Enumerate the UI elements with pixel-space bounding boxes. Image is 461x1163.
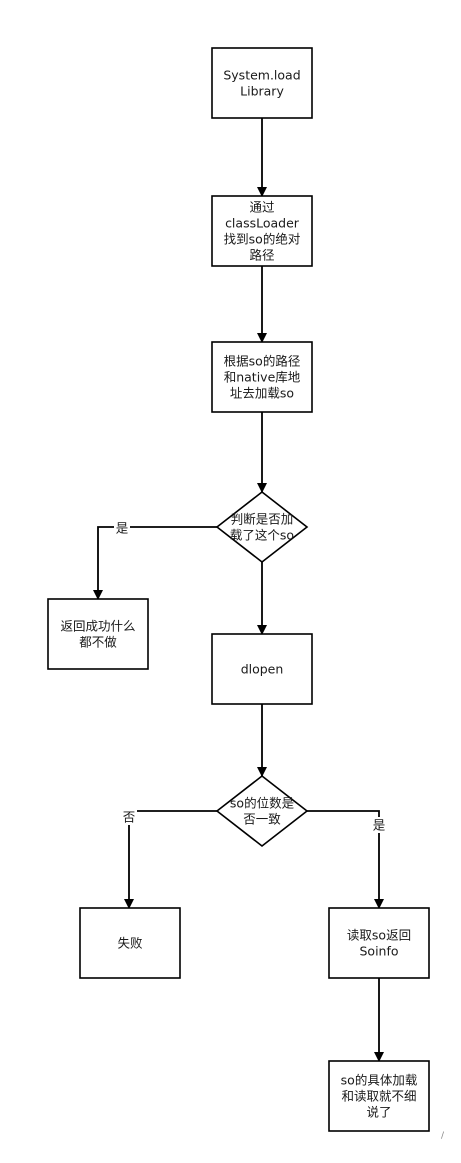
process-box <box>211 341 313 413</box>
node-label-line: 返回成功什么 <box>60 619 135 634</box>
edge-line <box>124 810 217 909</box>
process-box <box>211 195 313 267</box>
node-label-line: 读取so返回 <box>347 928 411 943</box>
edge-n7-to-n8: 否 <box>121 809 217 909</box>
node-label-line: 根据so的路径 <box>224 354 301 369</box>
node-label: so的位数是否一致 <box>230 796 295 827</box>
decision-node-n4: 判断是否加载了这个so <box>215 490 309 564</box>
edge-label-background <box>121 809 137 825</box>
edge-n7-to-n9: 是 <box>307 810 387 909</box>
decision-diamond <box>215 490 309 564</box>
process-box <box>328 907 430 979</box>
node-label: 根据so的路径和native库地址去加载so <box>224 354 301 401</box>
process-node-n8: 失败 <box>79 907 181 979</box>
node-label-line: 路径 <box>249 248 274 263</box>
edge-label: 否 <box>123 810 136 825</box>
edge-label: 是 <box>373 818 386 833</box>
node-label-line: Library <box>240 84 284 99</box>
node-label-line: dlopen <box>241 662 284 677</box>
node-label: 判断是否加载了这个so <box>230 512 294 543</box>
node-label-line: 载了这个so <box>230 528 294 543</box>
node-label-line: 说了 <box>366 1105 391 1120</box>
process-box <box>328 1060 430 1132</box>
decision-node-n7: so的位数是否一致 <box>215 774 309 848</box>
node-label-line: 失败 <box>117 936 143 951</box>
node-label-line: 判断是否加 <box>231 512 294 527</box>
edge-n4-to-n5: 是 <box>93 520 217 600</box>
node-label-line: so的位数是 <box>230 796 295 811</box>
process-box <box>211 47 313 119</box>
node-label-line: 否一致 <box>243 812 281 827</box>
process-box <box>47 598 149 670</box>
node-label-line: 通过 <box>249 200 275 215</box>
process-node-n6: dlopen <box>211 633 313 705</box>
node-label: 返回成功什么都不做 <box>60 619 135 650</box>
process-box <box>79 907 181 979</box>
node-label: dlopen <box>241 662 284 677</box>
node-label-line: 和读取就不细 <box>341 1089 416 1104</box>
process-node-n10: so的具体加载和读取就不细说了 <box>328 1060 430 1132</box>
edge-line <box>93 526 217 600</box>
node-label-line: 址去加载so <box>230 386 294 401</box>
corner-mark: / <box>441 1131 445 1141</box>
edge-line <box>307 810 384 909</box>
node-label-line: Soinfo <box>359 944 398 959</box>
node-label-line: 找到so的绝对 <box>224 232 301 247</box>
node-label: so的具体加载和读取就不细说了 <box>341 1073 418 1120</box>
node-label-line: 都不做 <box>79 635 117 650</box>
edge-label-background <box>371 817 387 833</box>
process-box <box>211 633 313 705</box>
node-label-line: System.load <box>223 68 300 83</box>
edge-label: 是 <box>116 521 129 536</box>
process-node-n5: 返回成功什么都不做 <box>47 598 149 670</box>
decision-diamond <box>215 774 309 848</box>
edge-label-background <box>114 520 130 536</box>
node-label-line: so的具体加载 <box>341 1073 418 1088</box>
node-label-line: 和native库地 <box>224 370 301 385</box>
node-label-line: classLoader <box>225 216 300 231</box>
node-label: 失败 <box>117 936 143 951</box>
process-node-n3: 根据so的路径和native库地址去加载so <box>211 341 313 413</box>
